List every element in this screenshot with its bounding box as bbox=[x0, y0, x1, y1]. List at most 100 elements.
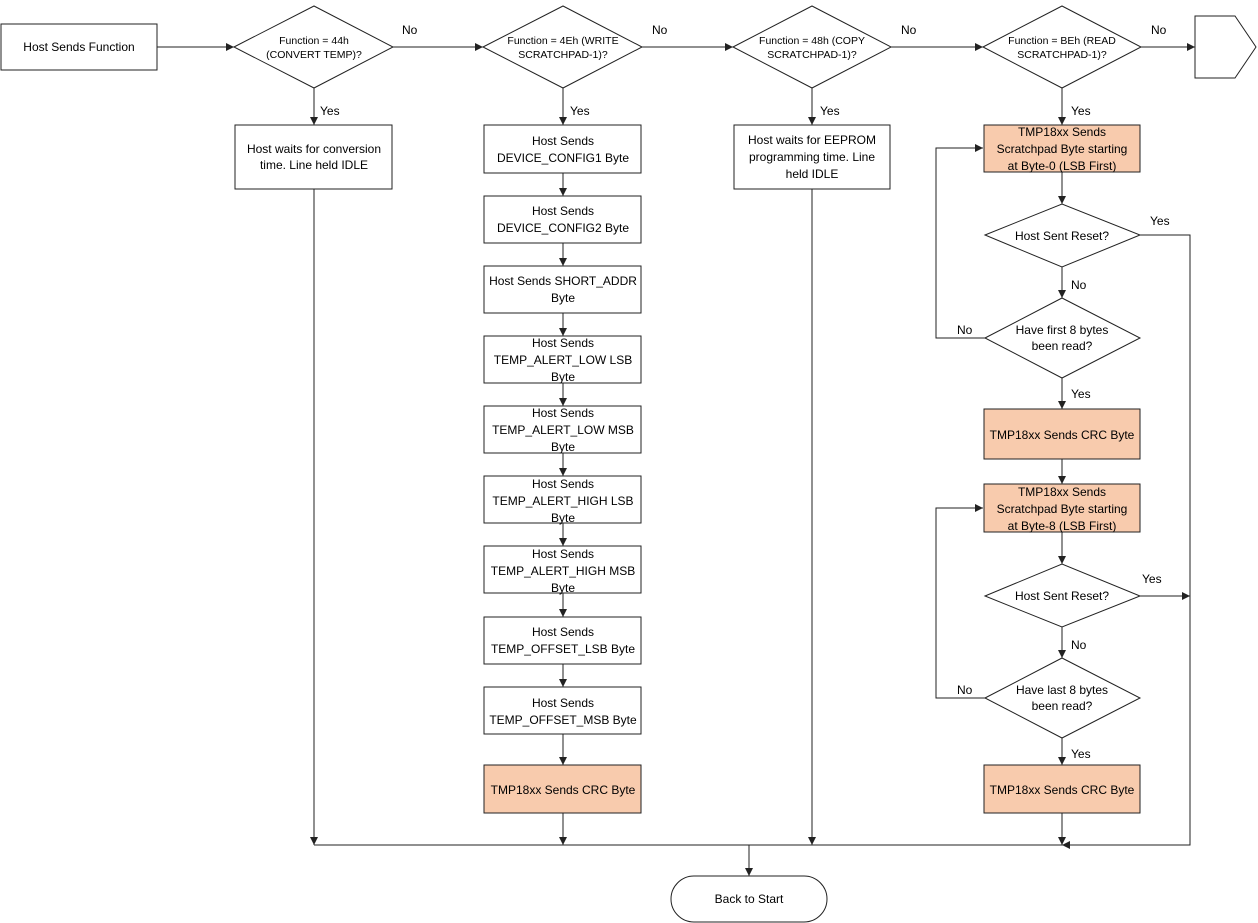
label-d4e-no: No bbox=[652, 23, 668, 37]
box-write-7-line2: TEMP_ALERT_HIGH MSB bbox=[491, 564, 635, 578]
box-write-2: Host Sends DEVICE_CONFIG2 Byte bbox=[483, 195, 642, 244]
terminator-back-to-start: Back to Start bbox=[670, 875, 828, 923]
box-write-2-line1: Host Sends bbox=[532, 204, 594, 218]
box-eeprom-wait: Host waits for EEPROM programming time. … bbox=[733, 124, 891, 190]
box-read-crc-2: TMP18xx Sends CRC Byte bbox=[983, 764, 1141, 814]
decision-reset-1-label: Host Sent Reset? bbox=[1015, 229, 1109, 243]
label-d48-yes: Yes bbox=[820, 104, 840, 118]
box-write-8: Host Sends TEMP_OFFSET_LSB Byte bbox=[483, 616, 642, 665]
label-first8-yes: Yes bbox=[1071, 387, 1091, 401]
box-read-byte8: TMP18xx Sends Scratchpad Byte starting a… bbox=[983, 483, 1141, 533]
label-d44-no: No bbox=[402, 23, 418, 37]
decision-4eh-line2: SCRATCHPAD-1)? bbox=[518, 49, 608, 61]
box-read-crc-1-label: TMP18xx Sends CRC Byte bbox=[990, 428, 1135, 442]
box-write-9-line2: TEMP_OFFSET_MSB Byte bbox=[489, 713, 637, 727]
box-write-9: Host Sends TEMP_OFFSET_MSB Byte bbox=[483, 686, 642, 735]
decision-44h-line2: (CONVERT TEMP)? bbox=[266, 49, 362, 61]
node-start-label: Host Sends Function bbox=[23, 40, 134, 54]
decision-first-8-line1: Have first 8 bytes bbox=[1016, 323, 1109, 337]
box-read-byte8-line3: at Byte-8 (LSB First) bbox=[1008, 519, 1117, 533]
box-write-9-line1: Host Sends bbox=[532, 696, 594, 710]
node-start: Host Sends Function bbox=[0, 23, 158, 71]
label-d48-no: No bbox=[901, 23, 917, 37]
decision-beh-line1: Function = BEh (READ bbox=[1008, 35, 1116, 47]
label-reset1-yes: Yes bbox=[1150, 214, 1170, 228]
arrow-first8-no-loop bbox=[935, 144, 985, 339]
box-write-5-line1: Host Sends bbox=[532, 406, 594, 420]
decision-reset-2-label: Host Sent Reset? bbox=[1015, 589, 1109, 603]
arrow-last8-no-loop bbox=[935, 504, 985, 699]
box-read-byte0: TMP18xx Sends Scratchpad Byte starting a… bbox=[983, 124, 1141, 173]
box-eeprom-wait-line1: Host waits for EEPROM bbox=[748, 133, 876, 147]
box-convert-wait: Host waits for conversion time. Line hel… bbox=[234, 124, 393, 190]
decision-first-8-line2: been read? bbox=[1032, 339, 1093, 353]
box-write-6-line1: Host Sends bbox=[532, 477, 594, 491]
box-read-byte0-line2: Scratchpad Byte starting bbox=[997, 142, 1128, 156]
decision-last-8-line1: Have last 8 bytes bbox=[1016, 683, 1108, 697]
box-write-7-line1: Host Sends bbox=[532, 547, 594, 561]
box-eeprom-wait-line2: programming time. Line bbox=[749, 150, 875, 164]
decision-48h-line2: SCRATCHPAD-1)? bbox=[767, 49, 857, 61]
label-last8-yes: Yes bbox=[1071, 747, 1091, 761]
box-write-7-line3: Byte bbox=[551, 581, 575, 595]
decision-48h-line1: Function = 48h (COPY bbox=[759, 35, 865, 47]
label-last8-no: No bbox=[957, 683, 973, 697]
box-write-5: Host Sends TEMP_ALERT_LOW MSB Byte bbox=[483, 405, 642, 454]
decision-reset-1: Host Sent Reset? bbox=[983, 203, 1142, 268]
box-write-6-line2: TEMP_ALERT_HIGH LSB bbox=[492, 494, 633, 508]
decision-44h-line1: Function = 44h bbox=[279, 35, 349, 47]
box-convert-wait-line2: time. Line held IDLE bbox=[260, 158, 368, 172]
label-reset1-no: No bbox=[1071, 278, 1087, 292]
box-read-crc-1: TMP18xx Sends CRC Byte bbox=[983, 408, 1141, 460]
box-write-8-line1: Host Sends bbox=[532, 625, 594, 639]
box-write-crc-label: TMP18xx Sends CRC Byte bbox=[491, 783, 636, 797]
box-write-4: Host Sends TEMP_ALERT_LOW LSB Byte bbox=[483, 335, 642, 384]
box-write-3-line2: Byte bbox=[551, 291, 575, 305]
decision-last-8: Have last 8 bytes been read? bbox=[983, 657, 1142, 739]
box-read-byte0-line3: at Byte-0 (LSB First) bbox=[1008, 159, 1117, 173]
label-dbe-yes: Yes bbox=[1071, 104, 1091, 118]
label-first8-no: No bbox=[957, 323, 973, 337]
box-write-3-line1: Host Sends SHORT_ADDR bbox=[489, 274, 637, 288]
label-d44-yes: Yes bbox=[320, 104, 340, 118]
box-write-4-line2: TEMP_ALERT_LOW LSB bbox=[494, 353, 633, 367]
decision-first-8: Have first 8 bytes been read? bbox=[983, 297, 1142, 379]
box-write-7: Host Sends TEMP_ALERT_HIGH MSB Byte bbox=[483, 545, 642, 595]
decision-beh-line2: SCRATCHPAD-1)? bbox=[1017, 49, 1107, 61]
label-d4e-yes: Yes bbox=[570, 104, 590, 118]
connectors bbox=[157, 43, 1195, 876]
box-write-3: Host Sends SHORT_ADDR Byte bbox=[483, 265, 642, 314]
label-reset2-no: No bbox=[1071, 638, 1087, 652]
decision-last-8-line2: been read? bbox=[1032, 699, 1093, 713]
box-write-crc: TMP18xx Sends CRC Byte bbox=[483, 764, 642, 814]
box-write-8-line2: TEMP_OFFSET_LSB Byte bbox=[491, 642, 635, 656]
box-write-1-line2: DEVICE_CONFIG1 Byte bbox=[497, 151, 629, 165]
terminator-label: Back to Start bbox=[715, 892, 784, 906]
box-read-byte8-line2: Scratchpad Byte starting bbox=[997, 502, 1128, 516]
box-write-1: Host Sends DEVICE_CONFIG1 Byte bbox=[483, 124, 642, 174]
decision-44h: Function = 44h (CONVERT TEMP)? bbox=[232, 5, 395, 89]
edge-labels: No No No No Yes Yes Yes Yes Yes No No Ye… bbox=[320, 23, 1170, 761]
box-read-byte0-line1: TMP18xx Sends bbox=[1018, 125, 1106, 139]
box-read-byte8-line1: TMP18xx Sends bbox=[1018, 485, 1106, 499]
box-write-1-line1: Host Sends bbox=[532, 134, 594, 148]
box-write-4-line3: Byte bbox=[551, 370, 575, 384]
box-write-2-line2: DEVICE_CONFIG2 Byte bbox=[497, 221, 629, 235]
box-write-4-line1: Host Sends bbox=[532, 336, 594, 350]
decision-beh: Function = BEh (READ SCRATCHPAD-1)? bbox=[981, 5, 1143, 89]
label-dbe-no: No bbox=[1151, 23, 1167, 37]
offpage-connector bbox=[1194, 15, 1257, 79]
decision-48h: Function = 48h (COPY SCRATCHPAD-1)? bbox=[731, 5, 893, 89]
box-write-6: Host Sends TEMP_ALERT_HIGH LSB Byte bbox=[483, 475, 642, 525]
box-write-5-line3: Byte bbox=[551, 440, 575, 454]
box-write-5-line2: TEMP_ALERT_LOW MSB bbox=[492, 423, 634, 437]
box-read-crc-2-label: TMP18xx Sends CRC Byte bbox=[990, 783, 1135, 797]
decision-4eh: Function = 4Eh (WRITE SCRATCHPAD-1)? bbox=[481, 5, 644, 89]
box-eeprom-wait-line3: held IDLE bbox=[786, 167, 839, 181]
box-convert-wait-line1: Host waits for conversion bbox=[247, 142, 381, 156]
decision-reset-2: Host Sent Reset? bbox=[983, 563, 1142, 628]
decision-4eh-line1: Function = 4Eh (WRITE bbox=[507, 35, 618, 47]
box-write-6-line3: Byte bbox=[551, 511, 575, 525]
label-reset2-yes: Yes bbox=[1142, 572, 1162, 586]
